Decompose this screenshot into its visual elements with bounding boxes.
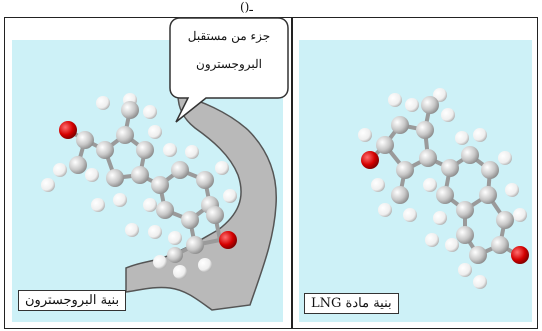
progesterone-carbons — [69, 101, 224, 263]
lng-oxygen-1 — [361, 151, 379, 169]
lng-oxygen-2 — [511, 246, 529, 264]
receptor-shape — [125, 94, 277, 311]
bubble-label: جزء من مستقبل البروجسترون — [174, 22, 284, 78]
lng-panel — [299, 40, 532, 322]
bubble-line-2: البروجسترون — [196, 57, 262, 71]
lng-caption: بنية مادة LNG — [304, 293, 399, 314]
progesterone-hydrogens — [41, 93, 237, 279]
lng-carbons — [376, 96, 514, 264]
progesterone-caption: بنية البروجسترون — [18, 290, 127, 311]
lng-hydrogens — [358, 88, 527, 289]
panel-divider — [291, 17, 293, 329]
top-partial-glyph: ()ـ — [240, 0, 253, 14]
speech-bubble — [169, 17, 289, 123]
progesterone-oxygen-1 — [59, 121, 77, 139]
bubble-line-1: جزء من مستقبل — [187, 29, 271, 43]
progesterone-oxygen-2 — [219, 231, 237, 249]
